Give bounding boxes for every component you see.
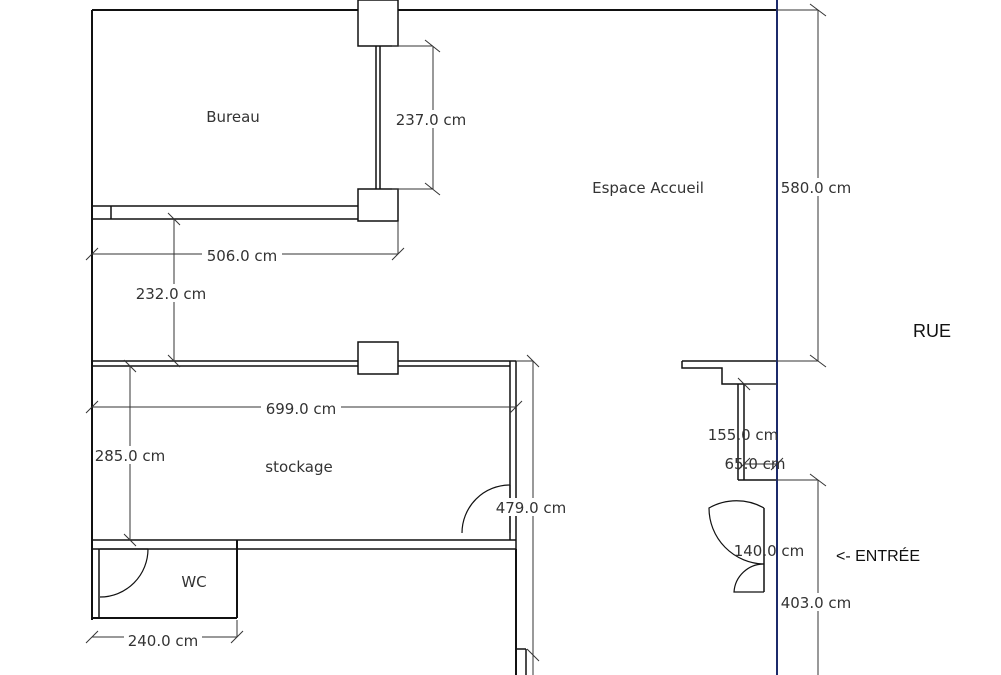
room-label-wc: WC <box>181 573 206 591</box>
dimension-label: 140.0 cm <box>734 542 805 560</box>
dimension-label: 403.0 cm <box>781 594 852 612</box>
dimension-label: 237.0 cm <box>396 111 467 129</box>
pillars <box>357 0 399 375</box>
room-label-accueil: Espace Accueil <box>592 179 704 197</box>
dimension-label: 65.0 cm <box>724 455 785 473</box>
room-label-bureau: Bureau <box>206 108 260 126</box>
walls <box>91 9 778 675</box>
dimension-label: 580.0 cm <box>781 179 852 197</box>
dimension-label: 479.0 cm <box>496 499 567 517</box>
dimension-label: 285.0 cm <box>95 447 166 465</box>
dimension-label: 155.0 cm <box>708 426 779 444</box>
entrance-label: <- ENTRÉE <box>836 546 920 565</box>
street-label: RUE <box>913 321 951 341</box>
dimension-label: 699.0 cm <box>266 400 337 418</box>
dimension-label: 506.0 cm <box>207 247 278 265</box>
dimension-label: 240.0 cm <box>128 632 199 650</box>
dimension-label: 232.0 cm <box>136 285 207 303</box>
room-label-stockage: stockage <box>265 458 333 476</box>
